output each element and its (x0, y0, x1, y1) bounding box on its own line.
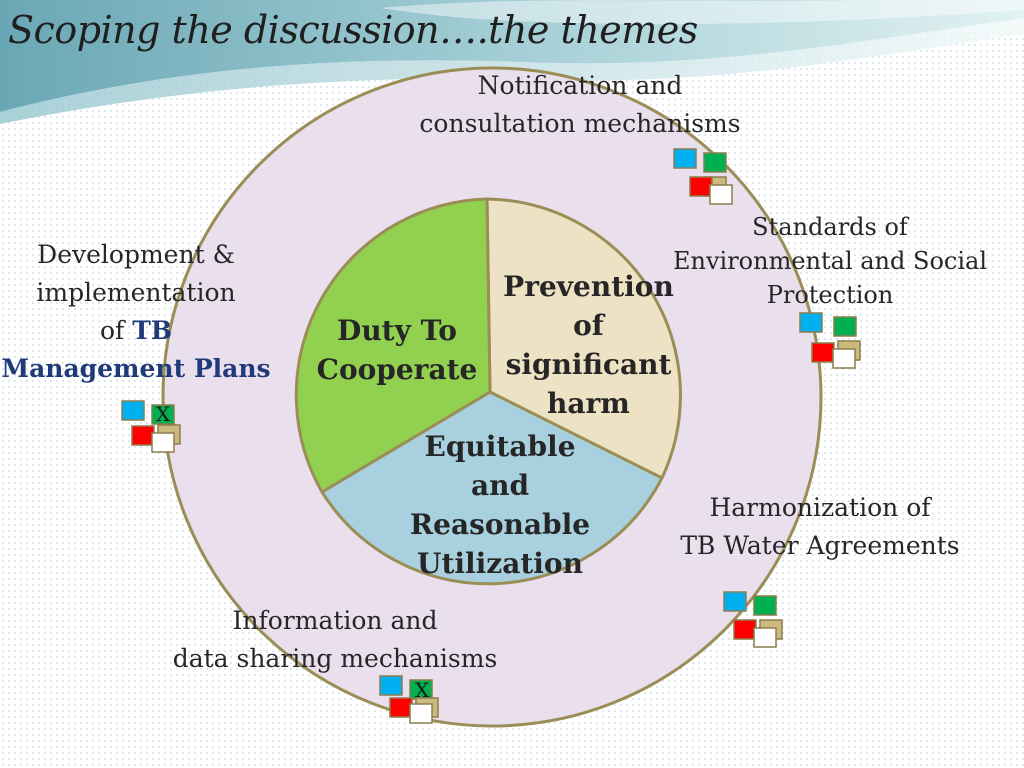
label-equitable-utilization: Equitable and Reasonable Utilization (395, 427, 605, 583)
notification-line-2: consultation mechanisms (419, 109, 741, 138)
icon-cluster-standards (799, 312, 861, 369)
development-line-3: of TB (0, 312, 272, 350)
prevention-line-3: significant (505, 348, 672, 381)
development-line-1: Development & (37, 240, 235, 269)
prevention-line-4: harm (547, 387, 630, 420)
development-line-4: Management Plans (1, 354, 271, 383)
x-mark: X (156, 402, 171, 426)
segment-prevention (485, 197, 682, 480)
label-prevention-of-harm: Prevention of significant harm (496, 267, 681, 423)
prevention-line-1: Prevention (503, 270, 674, 303)
standards-line-3: Protection (766, 281, 894, 309)
utilization-line-4: Utilization (417, 547, 583, 580)
development-line-3-prefix: of (100, 316, 133, 345)
standards-line-2: Environmental and Social (672, 247, 987, 275)
theme-harmonization: Harmonization of TB Water Agreements (660, 489, 980, 565)
theme-standards: Standards of Environmental and Social Pr… (664, 210, 996, 312)
icon-cluster-harmonization (723, 591, 783, 648)
utilization-line-2: and (470, 469, 530, 502)
theme-information: Information and data sharing mechanisms (150, 602, 520, 678)
theme-development: Development & implementation of TB Manag… (0, 236, 272, 388)
icon-cluster-development: X (121, 400, 181, 453)
harmonization-line-1: Harmonization of (709, 493, 931, 522)
utilization-line-3: Reasonable (409, 508, 591, 541)
harmonization-line-2: TB Water Agreements (680, 531, 960, 560)
development-tb-highlight: TB (132, 316, 172, 345)
segment-duty (294, 197, 492, 494)
development-line-2: implementation (36, 278, 236, 307)
information-line-1: Information and (232, 606, 438, 635)
information-line-2: data sharing mechanisms (172, 644, 498, 673)
duty-line-2: Cooperate (316, 353, 478, 386)
x-mark: X (415, 678, 430, 702)
notification-line-1: Notification and (477, 71, 683, 100)
icon-cluster-information: X (379, 675, 439, 724)
slide-title: Scoping the discussion….the themes (8, 8, 698, 52)
standards-line-1: Standards of (752, 213, 908, 241)
duty-line-1: Duty To (337, 314, 457, 347)
utilization-line-1: Equitable (424, 430, 576, 463)
theme-notification: Notification and consultation mechanisms (400, 67, 760, 143)
prevention-line-2: of (573, 309, 604, 342)
label-duty-to-cooperate: Duty To Cooperate (312, 311, 482, 389)
segment-utilization (320, 390, 664, 586)
icon-cluster-notification (673, 148, 733, 205)
